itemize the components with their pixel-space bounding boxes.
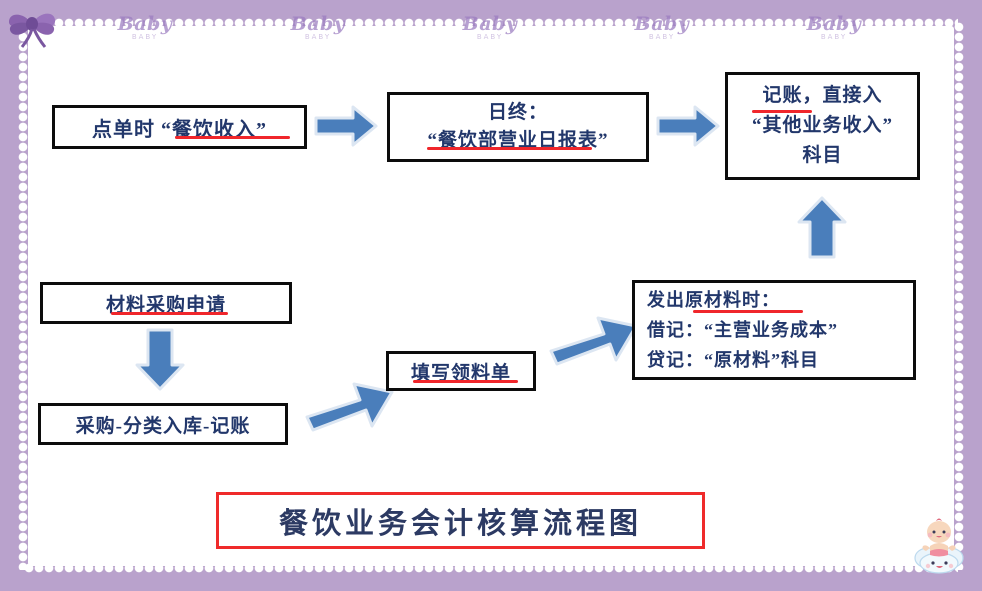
page-title: 餐饮业务会计核算流程图 [278,507,642,540]
node-record-line-2: “其他业务收入” [751,115,893,136]
scallop-edge-right [954,22,964,570]
node-requisition-line-1: 填写领料单 [410,362,511,384]
node-classify-line-1: 采购-分类入库-记账 [75,415,251,437]
scallop-edge-left [18,22,28,570]
arrow-diagonal-up-right-icon-requisition-to-issue [549,316,638,366]
red-underline [175,136,290,139]
node-record-line-3: 科目 [802,145,843,166]
baby-on-cloud-icon [914,518,964,574]
node-record-line-1: 记账，直接入 [762,85,883,106]
node-purchase-classify-record[interactable]: 采购-分类入库-记账 [38,403,288,445]
node-issue-line-1: 发出原材料时： [647,290,780,310]
node-order-revenue-line-1: 点单时 “餐饮收入” [92,118,267,141]
node-purchase-line-1: 材料采购申请 [105,294,226,316]
red-underline [752,110,812,113]
node-daily-report-line-2: “餐饮部营业日报表” [427,130,609,151]
arrow-diagonal-up-right-icon-classify-to-requisition [305,382,394,432]
node-daily-report[interactable]: 日终： “餐饮部营业日报表” [387,92,649,162]
chart-title-box: 餐饮业务会计核算流程图 [216,492,705,549]
red-underline [693,310,803,313]
node-order-revenue[interactable]: 点单时 “餐饮收入” [52,105,307,149]
arrow-right-icon-daily-to-record [656,105,720,147]
arrow-right-icon-order-to-daily [314,105,378,147]
ribbon-bow-icon [8,13,56,48]
node-daily-report-line-1: 日终： [487,102,548,123]
node-issue-raw-material[interactable]: 发出原材料时： 借记：“主营业务成本” 贷记：“原材料”科目 [632,280,916,380]
red-underline [111,312,228,315]
arrow-up-icon-issue-to-record [797,196,847,259]
node-fill-requisition-slip[interactable]: 填写领料单 [386,351,536,391]
red-underline [427,147,592,150]
node-issue-line-2: 借记：“主营业务成本” [647,320,838,340]
node-record-other-income[interactable]: 记账，直接入 “其他业务收入” 科目 [725,72,920,180]
arrow-down-icon-purchase-to-classify [135,328,185,391]
node-issue-line-3: 贷记：“原材料”科目 [647,350,819,370]
red-underline [413,380,518,383]
node-material-purchase-request[interactable]: 材料采购申请 [40,282,292,324]
